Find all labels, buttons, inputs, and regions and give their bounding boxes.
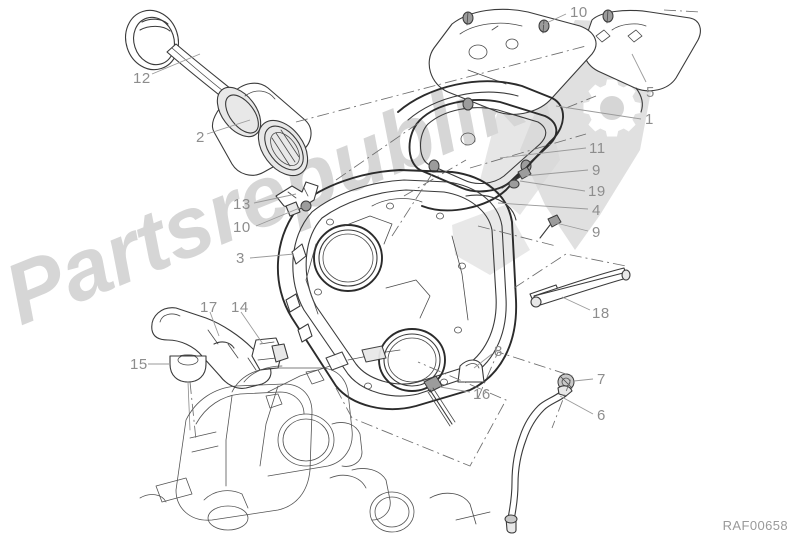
- part-wiring-clip: [275, 181, 319, 217]
- callout-15: 15: [130, 356, 148, 373]
- callout-11: 11: [589, 140, 606, 157]
- part-breather-hose: [504, 385, 573, 534]
- callout-6: 6: [597, 407, 606, 424]
- part-airbox-upper-cover: [428, 8, 614, 115]
- callout-3: 3: [236, 250, 245, 267]
- part-support-rod: [529, 267, 631, 308]
- callout-19: 19: [588, 183, 606, 200]
- part-long-screw: [423, 375, 456, 427]
- part-screw-9b: [539, 214, 562, 239]
- callout-leader-lines: [148, 13, 647, 415]
- callout-9-upper: 9: [592, 162, 601, 179]
- callout-18: 18: [592, 305, 610, 322]
- engine-block-context: [139, 345, 415, 533]
- callout-13: 13: [233, 196, 251, 213]
- diagram-part-number: RAF00658: [722, 518, 788, 533]
- callout-17: 17: [200, 299, 218, 316]
- callout-14: 14: [231, 299, 249, 316]
- callout-8: 8: [494, 343, 503, 360]
- callout-10-left: 10: [233, 219, 251, 236]
- callout-10-top: 10: [570, 4, 588, 21]
- part-duct-plate: [582, 9, 701, 113]
- part-hose-fitting: [251, 337, 289, 371]
- callout-9-lower: 9: [592, 224, 601, 241]
- callout-7: 7: [597, 371, 606, 388]
- part-airbox-gasket: [397, 80, 564, 212]
- callout-4: 4: [592, 202, 601, 219]
- part-airbox-lower-body: [277, 169, 518, 410]
- callout-12: 12: [133, 70, 151, 87]
- part-air-filter: [212, 82, 312, 177]
- part-intake-duct-hose: [151, 307, 272, 389]
- part-rubber-mount-bush: [169, 354, 207, 431]
- callout-2: 2: [196, 129, 205, 146]
- assembly-chain-lines: [189, 9, 701, 467]
- part-retaining-bracket: [408, 97, 558, 193]
- part-spacer-19: [508, 179, 520, 189]
- callout-5: 5: [646, 84, 655, 101]
- part-screw-10-left: [300, 200, 312, 212]
- engine-right-context: [429, 492, 491, 525]
- callout-16: 16: [473, 386, 491, 403]
- callout-1: 1: [645, 111, 654, 128]
